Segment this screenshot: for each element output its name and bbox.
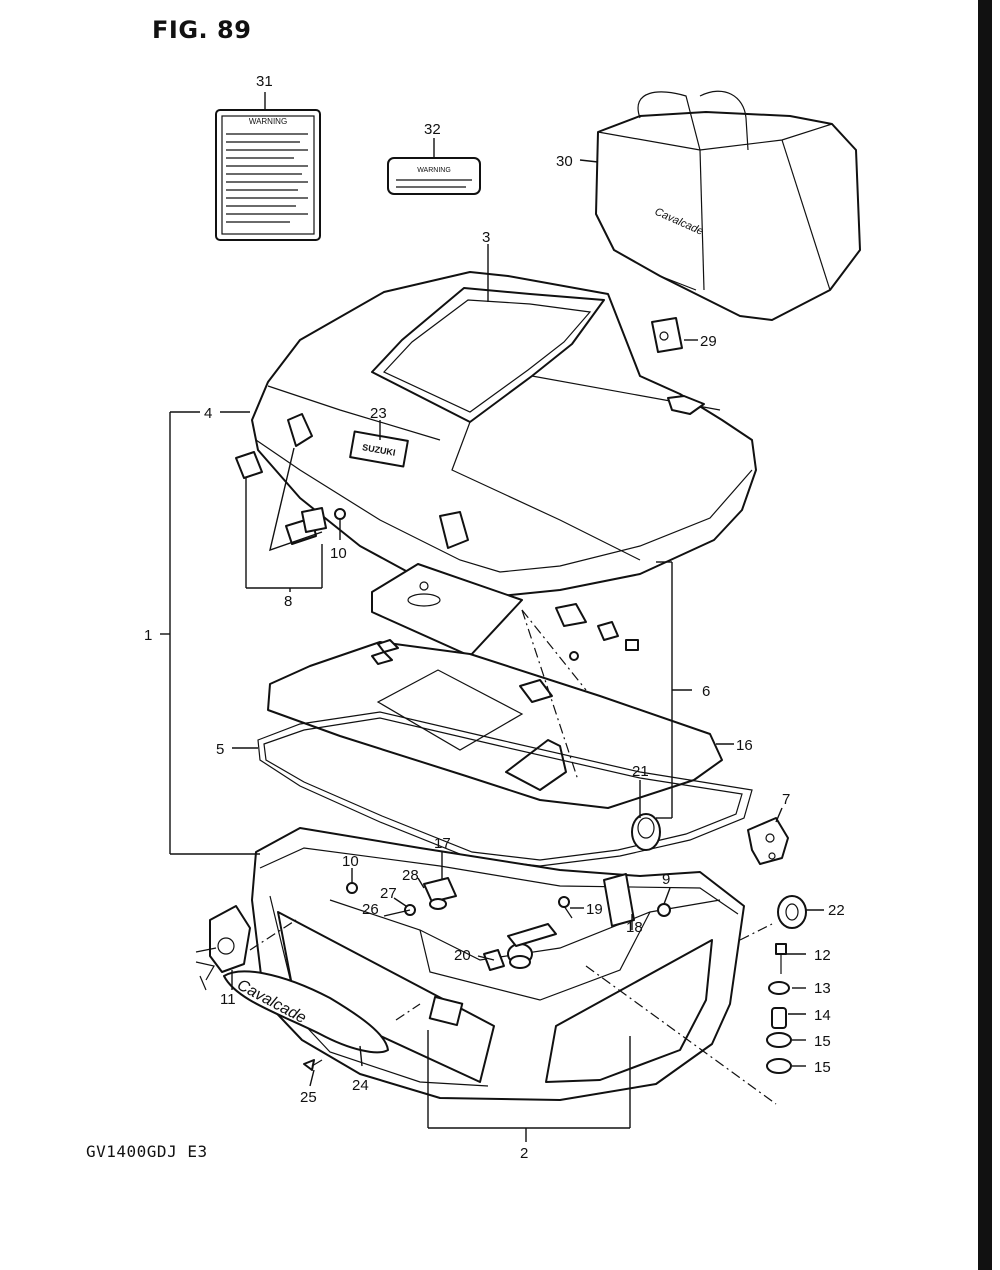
callout-32: 32 xyxy=(424,121,441,138)
callout-14: 14 xyxy=(814,1007,831,1024)
callout-2: 2 xyxy=(520,1145,528,1162)
warning-label-small: WARNING xyxy=(387,157,481,195)
rubber-block xyxy=(651,317,683,353)
trunk-lid: SUZUKI xyxy=(251,271,757,597)
callout-31: 31 xyxy=(256,73,273,90)
callout-27: 27 xyxy=(380,885,397,902)
callout-11: 11 xyxy=(220,991,236,1008)
callout-8: 8 xyxy=(284,593,292,610)
callout-17: 17 xyxy=(434,835,451,852)
callout-20: 20 xyxy=(454,947,471,964)
callout-25: 25 xyxy=(300,1089,317,1106)
callout-7: 7 xyxy=(782,791,790,808)
lid-inner-panel xyxy=(371,563,523,657)
callout-30: 30 xyxy=(556,153,573,170)
callout-13: 13 xyxy=(814,980,831,997)
callout-28: 28 xyxy=(402,867,419,884)
callout-10-upper: 10 xyxy=(330,545,347,562)
lid-liner-board xyxy=(267,639,723,809)
emblem-screw xyxy=(303,1059,323,1071)
callout-5: 5 xyxy=(216,741,224,758)
callout-15-lower: 15 xyxy=(814,1059,831,1076)
callout-1: 1 xyxy=(144,627,152,644)
callout-16: 16 xyxy=(736,737,753,754)
callout-19: 19 xyxy=(586,901,603,918)
luggage-bag: Cavalcade xyxy=(595,90,861,321)
callout-12: 12 xyxy=(814,947,831,964)
model-code: GV1400GDJ E3 xyxy=(86,1142,208,1161)
callout-26: 26 xyxy=(362,901,379,918)
figure-title: FIG. 89 xyxy=(152,16,252,44)
callout-23: 23 xyxy=(370,405,387,422)
leader-lines xyxy=(160,92,824,1142)
lid-seal xyxy=(257,711,753,867)
scan-edge-bar xyxy=(978,0,992,1270)
warning-label-large-text: WARNING xyxy=(249,117,287,126)
callout-9: 9 xyxy=(662,871,670,888)
warning-label-large: WARNING xyxy=(215,109,321,241)
callout-29: 29 xyxy=(700,333,717,350)
warning-label-small-text: WARNING xyxy=(417,167,451,174)
hinge-bracket xyxy=(747,817,789,865)
callout-22: 22 xyxy=(828,902,845,919)
callout-3: 3 xyxy=(482,229,490,246)
lock-cylinder xyxy=(195,905,251,991)
callout-24: 24 xyxy=(352,1077,369,1094)
callout-21: 21 xyxy=(632,763,649,780)
lid-bumper xyxy=(631,813,661,851)
callout-numbers: 31 32 30 3 29 4 23 1 10 8 6 5 16 21 7 9 … xyxy=(144,73,845,1162)
latch-hardware xyxy=(235,451,639,661)
callout-4: 4 xyxy=(204,405,212,422)
callout-10-lower: 10 xyxy=(342,853,359,870)
fastener-stack xyxy=(766,943,792,1074)
callout-18: 18 xyxy=(626,919,643,936)
callout-15-upper: 15 xyxy=(814,1033,831,1050)
callout-6: 6 xyxy=(702,683,710,700)
side-bumper xyxy=(777,895,807,929)
